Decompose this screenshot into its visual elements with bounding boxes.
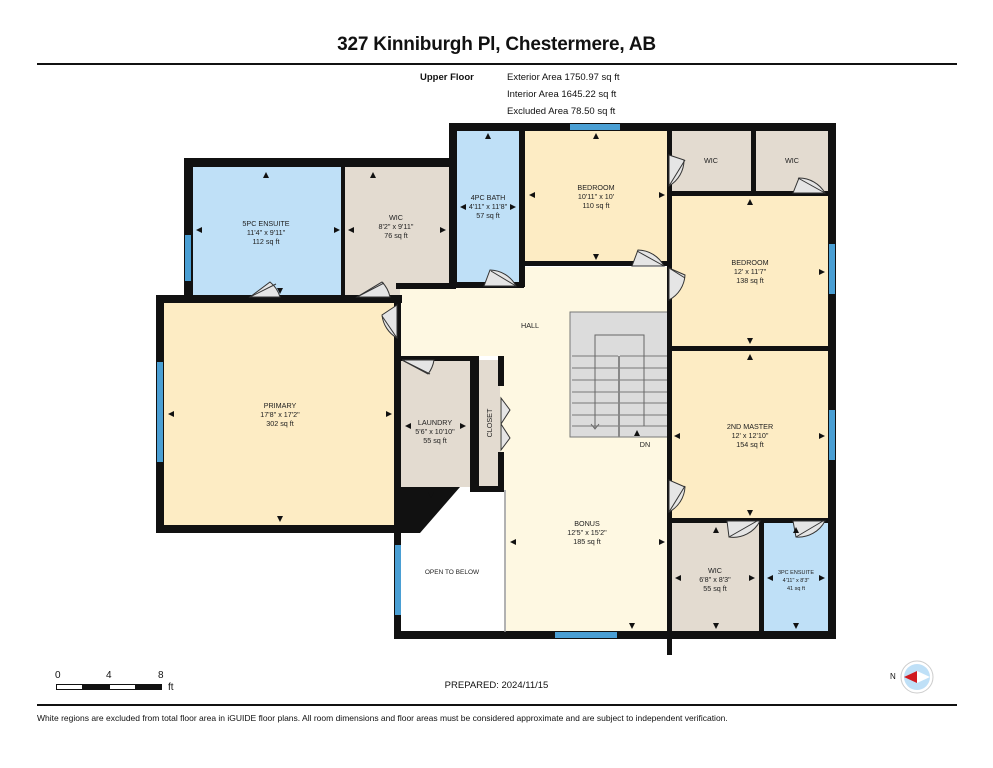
room-bedroom-2 xyxy=(671,196,829,346)
room-name: WIC xyxy=(708,566,722,575)
room-dims: 6'8" x 8'3" xyxy=(699,575,731,584)
room-dims: 12'5" x 15'2" xyxy=(567,528,607,537)
stairs-label: DN xyxy=(640,440,650,449)
excluded-area: Excluded Area 78.50 sq ft xyxy=(507,106,616,117)
room-laundry xyxy=(401,360,470,500)
page-title: 327 Kinniburgh Pl, Chestermere, AB xyxy=(337,34,656,55)
room-wic-3 xyxy=(755,130,829,192)
room-area: 55 sq ft xyxy=(703,584,727,593)
staircase xyxy=(569,311,669,438)
windows xyxy=(157,124,835,638)
room-bedroom-1 xyxy=(524,130,669,263)
room-dims: 8'2" x 9'11" xyxy=(379,222,414,231)
room-name: OPEN TO BELOW xyxy=(425,569,480,576)
room-name: 4PC BATH xyxy=(471,193,506,202)
room-dims: 12' x 11'7" xyxy=(734,267,767,276)
disclaimer: White regions are excluded from total fl… xyxy=(37,713,728,723)
scale-tick-8: 8 xyxy=(158,670,164,681)
room-area: 110 sq ft xyxy=(582,201,609,210)
room-dims: 4'11" x 11'8" xyxy=(469,202,508,211)
scale-unit: ft xyxy=(168,682,174,693)
room-area: 55 sq ft xyxy=(423,436,447,445)
room-dims: 12' x 12'10" xyxy=(732,431,769,440)
room-2nd-master xyxy=(671,351,829,519)
room-area: 154 sq ft xyxy=(736,440,764,449)
dimension-markers xyxy=(168,133,825,629)
room-dims: 5'6" x 10'10" xyxy=(415,427,455,436)
compass-icon xyxy=(900,660,934,694)
room-area: 302 sq ft xyxy=(266,419,294,428)
compass: N xyxy=(890,660,940,705)
room-area: 76 sq ft xyxy=(384,231,408,240)
doors xyxy=(248,154,826,538)
room-dims: 11'4" x 9'11" xyxy=(247,228,286,237)
floor-label: Upper Floor xyxy=(420,72,474,83)
room-name: BEDROOM xyxy=(577,183,614,192)
compass-label: N xyxy=(890,672,896,681)
room-5pc-ensuite xyxy=(192,166,344,296)
prepared-date: PREPARED: 2024/11/15 xyxy=(444,680,549,691)
header-divider xyxy=(37,63,957,65)
room-name: WIC xyxy=(389,213,403,222)
room-name: WIC xyxy=(785,156,799,165)
room-3pc-ensuite xyxy=(763,523,829,632)
room-area: 57 sq ft xyxy=(476,211,500,220)
room-area: 138 sq ft xyxy=(736,276,764,285)
room-name: HALL xyxy=(521,321,539,330)
scale-graphic xyxy=(56,684,162,690)
scale-tick-4: 4 xyxy=(106,670,112,681)
room-name: BEDROOM xyxy=(731,258,768,267)
room-dims: 17'8" x 17'2" xyxy=(260,410,300,419)
room-name: PRIMARY xyxy=(264,401,297,410)
room-dims: 10'11" x 10' xyxy=(578,192,615,201)
room-closet xyxy=(479,360,500,487)
room-name: 3PC ENSUITE xyxy=(778,570,814,576)
room-wic-4 xyxy=(671,523,759,632)
exterior-area: Exterior Area 1750.97 sq ft xyxy=(507,72,620,83)
room-name: CLOSET xyxy=(485,408,494,437)
room-dims: 4'11" x 8'3" xyxy=(783,578,810,584)
room-area: 41 sq ft xyxy=(787,586,806,592)
footer-divider xyxy=(37,704,957,706)
room-area: 185 sq ft xyxy=(573,537,601,546)
room-4pc-bath xyxy=(456,130,520,283)
room-name: BONUS xyxy=(574,519,600,528)
room-name: 5PC ENSUITE xyxy=(242,219,289,228)
room-primary xyxy=(164,302,396,526)
room-name: LAUNDRY xyxy=(418,418,452,427)
room-wic-1 xyxy=(344,166,450,296)
room-name: 2ND MASTER xyxy=(727,422,773,431)
room-area: 112 sq ft xyxy=(252,237,279,246)
room-labels: 5PC ENSUITE 11'4" x 9'11" 112 sq ft WIC … xyxy=(242,156,814,593)
interior-area: Interior Area 1645.22 sq ft xyxy=(507,89,617,100)
room-name: WIC xyxy=(704,156,718,165)
scale-tick-0: 0 xyxy=(55,670,61,681)
